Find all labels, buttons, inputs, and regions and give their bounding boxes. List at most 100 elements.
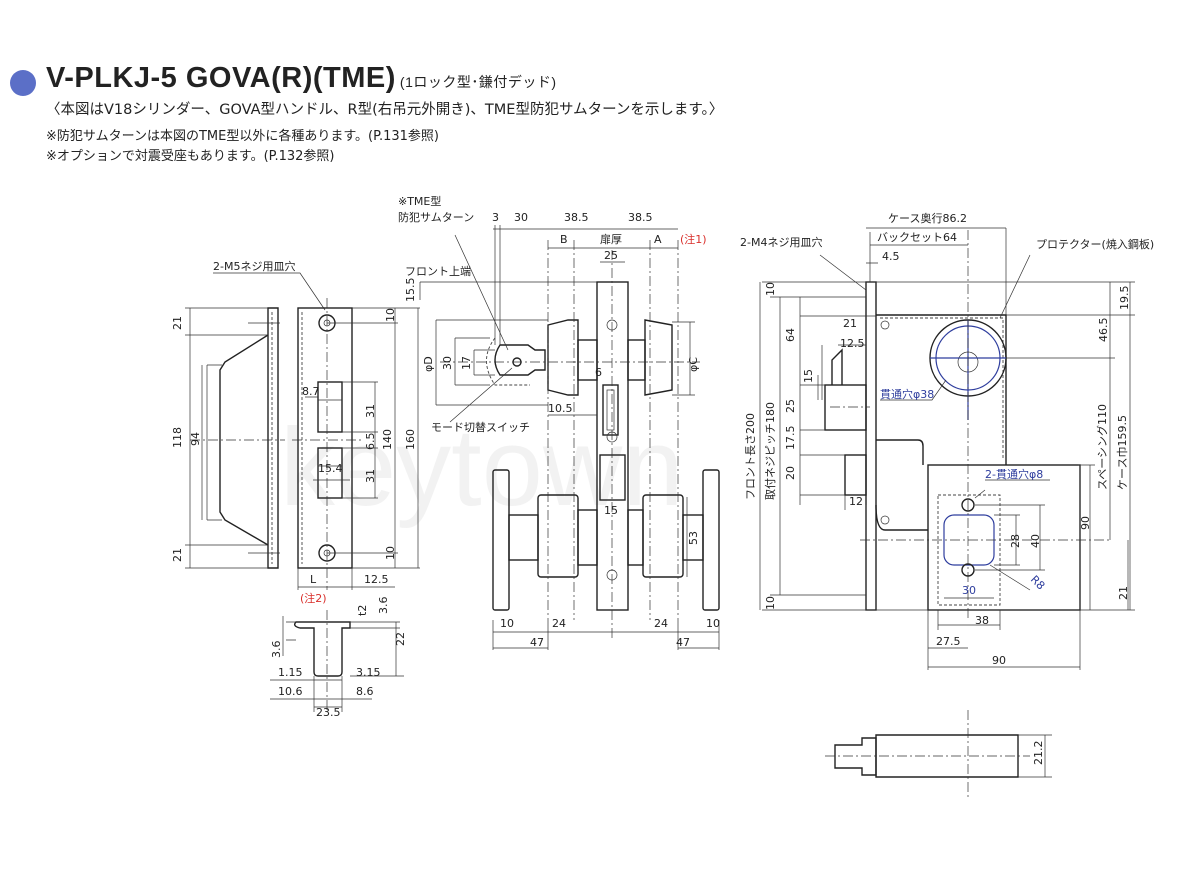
note-2-marker: (注2): [300, 591, 327, 605]
dim: 10: [764, 596, 777, 610]
screw-pitch-label: 取付ネジピッチ180: [764, 402, 777, 500]
dim: A: [654, 233, 662, 246]
dim: 140: [381, 429, 394, 450]
dim: 160: [404, 429, 417, 450]
dim: 10.5: [548, 402, 573, 415]
protector-label: プロテクター(焼入鋼板): [1036, 237, 1154, 251]
note-2: ※オプションで対震受座もあります。(P.132参照): [46, 149, 335, 164]
bullet-icon: [10, 70, 36, 96]
dim: 19.5: [1118, 286, 1131, 311]
dim: 40: [1029, 534, 1042, 548]
deadbolt-detail: [825, 710, 1052, 800]
tme-label: ※TME型: [398, 194, 441, 208]
dim: 22: [394, 632, 407, 646]
dim: 38.5: [628, 211, 653, 224]
dim: 118: [171, 427, 184, 448]
dim: 10: [764, 282, 777, 296]
dim: 21: [1117, 586, 1130, 600]
backset-label: バックセット64: [877, 231, 957, 244]
case-width-label: ケース巾159.5: [1115, 415, 1129, 490]
lock-side-view: [759, 227, 1135, 670]
dim: 1.15: [278, 666, 303, 679]
through-hole-38-label: 貫通穴φ38: [880, 387, 934, 401]
watermark: keytown: [280, 406, 684, 529]
dim: 27.5: [936, 635, 961, 648]
dim: 38: [975, 614, 989, 627]
strike-screw-label: 2-M5ネジ用皿穴: [213, 259, 295, 273]
dim: 90: [992, 654, 1006, 667]
dim: 15: [802, 369, 815, 383]
dim: 30: [514, 211, 528, 224]
case-depth-label: ケース奥行86.2: [888, 211, 967, 225]
dim: 24: [654, 617, 668, 630]
dim: 30: [441, 356, 454, 370]
dim: 90: [1079, 516, 1092, 530]
dim: 8.6: [356, 685, 374, 698]
dim: 10.6: [278, 685, 303, 698]
dim: 17: [460, 356, 473, 370]
dim: 10: [706, 617, 720, 630]
dim: 31: [364, 404, 377, 418]
side-screw-label: 2-M4ネジ用皿穴: [740, 235, 822, 249]
dim: 24: [552, 617, 566, 630]
dim: 21: [171, 548, 184, 562]
dim: R8: [1028, 573, 1048, 593]
dim: 4.5: [882, 250, 900, 263]
dim: 10: [384, 308, 397, 322]
dim: 15.4: [318, 462, 343, 475]
dim: L: [310, 573, 317, 586]
page-title: V-PLKJ-5 GOVA(R)(TME)(1ロック型･鎌付デッド): [46, 62, 557, 95]
spacing-label: スペーシング110: [1095, 404, 1109, 490]
dim: 21: [843, 317, 857, 330]
dim: 15: [604, 504, 618, 517]
dim: 53: [687, 531, 700, 545]
strike-side-view: [185, 307, 285, 569]
dim: t2: [356, 605, 369, 616]
dim: 47: [676, 636, 690, 649]
dim: 30: [962, 584, 976, 597]
dim: 21: [171, 316, 184, 330]
dim: 8.7: [302, 385, 320, 398]
description: 〈本図はV18シリンダー、GOVA型ハンドル、R型(右吊元外開き)、TME型防犯…: [46, 102, 724, 118]
title-text: V-PLKJ-5 GOVA(R)(TME): [46, 62, 396, 94]
front-length-label: フロント長さ200: [744, 413, 757, 500]
dim: 10: [500, 617, 514, 630]
dim: 15.5: [404, 278, 417, 303]
dim: 94: [189, 432, 202, 446]
dim: 21.2: [1032, 741, 1045, 766]
dim: 64: [784, 328, 797, 342]
dim: 31: [364, 469, 377, 483]
note-1-marker: (注1): [680, 232, 707, 246]
through-hole-8-label: 2-貫通穴φ8: [985, 467, 1043, 481]
dim: 3.6: [377, 597, 390, 615]
mode-switch-label: モード切替スイッチ: [431, 420, 530, 434]
dim: 20: [784, 466, 797, 480]
dim: 17.5: [784, 426, 797, 451]
thumbturn-label: 防犯サムターン: [398, 210, 474, 224]
dim: 3.15: [356, 666, 381, 679]
strike-front-view: [292, 298, 420, 590]
dim: 38.5: [564, 211, 589, 224]
dim: 25: [784, 399, 797, 413]
strike-section: [270, 610, 404, 712]
front-top-label: フロント上端: [405, 265, 471, 278]
dim: 12.5: [840, 337, 865, 350]
note-1: ※防犯サムターンは本図のTME型以外に各種あります。(P.131参照): [46, 129, 439, 144]
dim: B: [560, 233, 568, 246]
dim: φC: [687, 357, 700, 372]
dim: 25: [604, 249, 618, 262]
dim: 12.5: [364, 573, 389, 586]
dim: 46.5: [1097, 318, 1110, 343]
dim: 6.5: [364, 433, 377, 451]
dim: 3.6: [270, 641, 283, 659]
title-subtitle: (1ロック型･鎌付デッド): [399, 74, 557, 90]
dim: 6: [595, 366, 602, 379]
dim: 12: [849, 495, 863, 508]
dim: 28: [1009, 534, 1022, 548]
lock-front-view: [419, 225, 720, 650]
dim: 47: [530, 636, 544, 649]
dim: φD: [422, 356, 435, 372]
dim: 3: [492, 211, 499, 224]
dim: 23.5: [316, 706, 341, 719]
